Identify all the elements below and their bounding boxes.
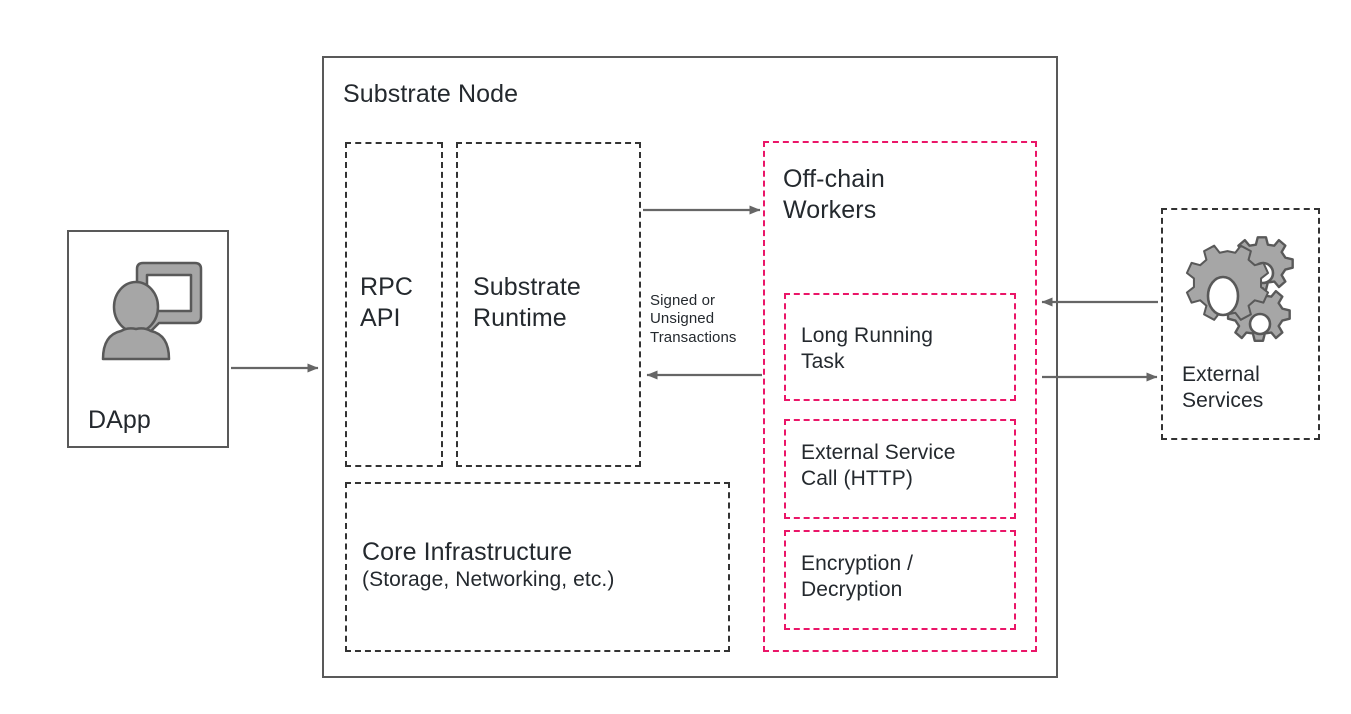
rpc-api-box[interactable] [345, 142, 443, 467]
dapp-label: DApp [88, 406, 151, 434]
external-service-call-label: External Service Call (HTTP) [801, 441, 956, 490]
user-screen-icon [95, 255, 205, 365]
core-infrastructure-subtitle: (Storage, Networking, etc.) [362, 568, 615, 591]
core-infrastructure-box[interactable] [345, 482, 730, 652]
external-services-label: External Services [1182, 363, 1264, 412]
offchain-workers-title: Off-chain Workers [783, 165, 885, 224]
encryption-decryption-label: Encryption / Decryption [801, 552, 914, 601]
transactions-label: Signed or Unsigned Transactions [650, 292, 737, 346]
encryption-decryption-box[interactable] [784, 530, 1016, 630]
substrate-runtime-box[interactable] [456, 142, 641, 467]
dapp-box[interactable] [67, 230, 229, 448]
substrate-node-box[interactable] [322, 56, 1058, 678]
substrate-node-title: Substrate Node [343, 80, 519, 108]
rpc-api-label: RPC API [360, 273, 414, 332]
external-service-call-box[interactable] [784, 419, 1016, 519]
external-services-box[interactable] [1161, 208, 1320, 440]
substrate-runtime-label: Substrate Runtime [473, 273, 581, 332]
core-infrastructure-title: Core Infrastructure [362, 538, 573, 566]
gears-icon [1182, 236, 1302, 346]
long-running-task-label: Long Running Task [801, 324, 933, 373]
offchain-workers-box[interactable] [763, 141, 1037, 652]
long-running-task-box[interactable] [784, 293, 1016, 401]
